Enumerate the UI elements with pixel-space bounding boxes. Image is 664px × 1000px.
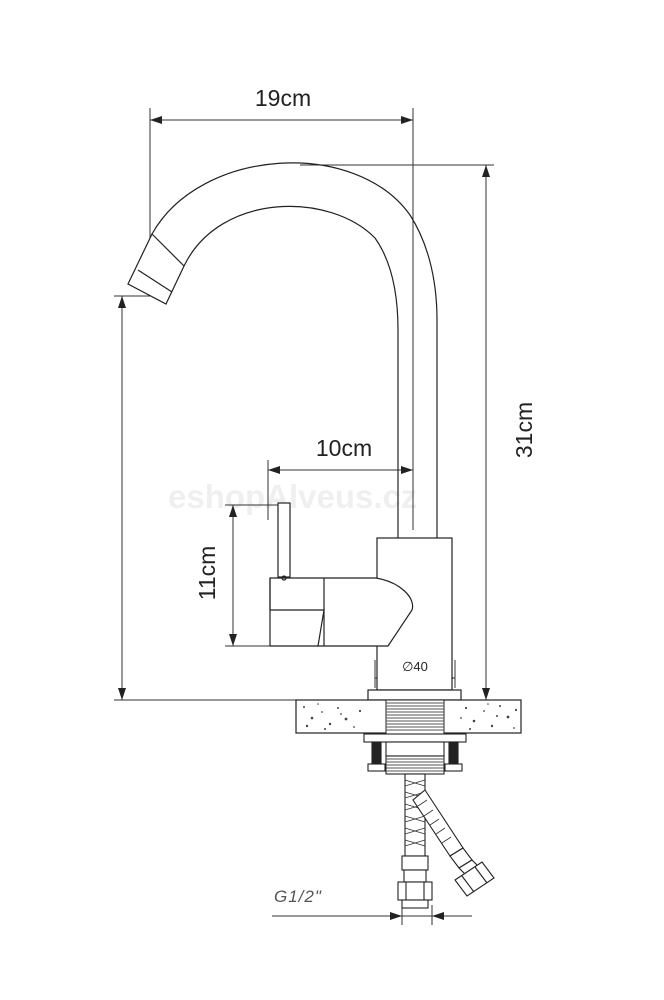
thread-dimension-label: G1/2" bbox=[274, 887, 322, 906]
watermark-text: eshopAlveus.cz bbox=[168, 478, 417, 515]
mounting-assembly bbox=[363, 733, 467, 775]
width-dimension-label: 19cm bbox=[255, 85, 311, 111]
reach-dimension-label: 10cm bbox=[316, 435, 372, 461]
countertop bbox=[295, 699, 522, 735]
dimension-arrows bbox=[118, 116, 490, 920]
lever-height-dimension-label: 11cm bbox=[194, 546, 220, 601]
faucet-outline bbox=[127, 162, 462, 701]
supply-hoses bbox=[397, 773, 495, 909]
diameter-dimension-label: ∅40 bbox=[402, 659, 428, 674]
height-dimension-label: 31cm bbox=[511, 402, 537, 458]
